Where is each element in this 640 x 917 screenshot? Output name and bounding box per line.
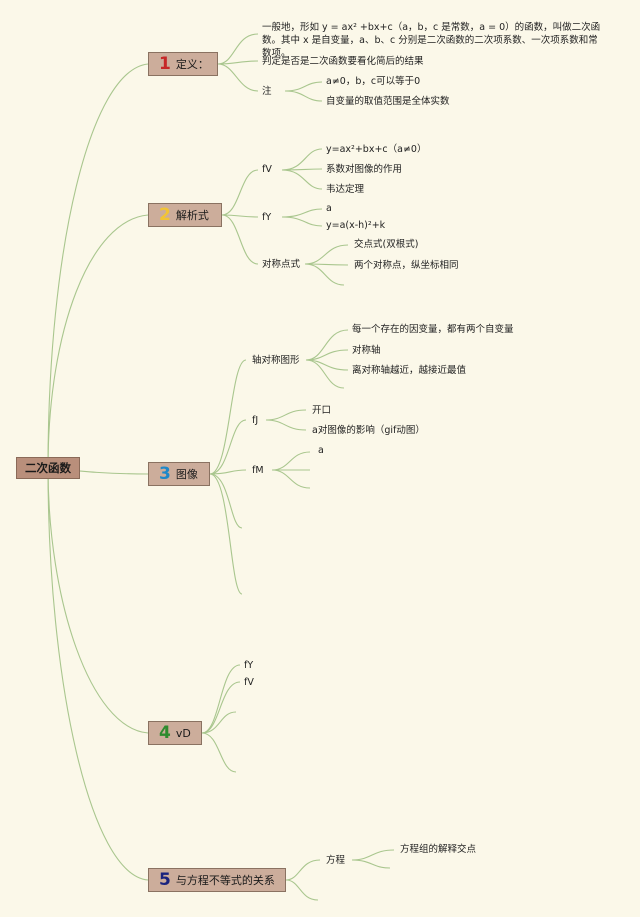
branch-label: 与方程不等式的关系 <box>175 874 275 887</box>
formula-symmetric: 对称点式 <box>262 259 301 270</box>
symmetric-item-2: 两个对称点，纵坐标相同 <box>354 260 459 271</box>
formula-fy: fY <box>262 212 272 223</box>
definition-text: 一般地，形如 y = ax² +bx+c（a，b，c 是常数，a = 0）的函数… <box>262 22 601 59</box>
vd-fy: fY <box>244 660 254 671</box>
definition-note: 注 <box>262 86 272 97</box>
root-label: 二次函数 <box>25 461 71 475</box>
branch-number-4: 4 <box>159 722 171 743</box>
formula-fv-item-3: 韦达定理 <box>326 184 365 195</box>
equation-item-1: 方程组的解释交点 <box>400 844 477 855</box>
branch-definition[interactable]: 1 定义： <box>148 52 218 76</box>
note-item-1: a≠0，b，c可以等于0 <box>326 76 421 87</box>
branch-label: 解析式 <box>175 209 209 222</box>
definition-judge: 判定是否是二次函数要看化简后的结果 <box>262 56 424 67</box>
branch-number-2: 2 <box>159 204 171 225</box>
note-item-2: 自变量的取值范围是全体实数 <box>326 96 450 107</box>
root-node[interactable]: 二次函数 <box>16 457 80 479</box>
formula-fv-item-1: y=ax²+bx+c（a≠0） <box>326 144 427 155</box>
branch-graph[interactable]: 3 图像 <box>148 462 210 486</box>
relation-equation: 方程 <box>326 855 346 866</box>
fj-item-2: a对图像的影响（gif动图） <box>312 425 425 436</box>
vd-fv: fV <box>244 677 254 688</box>
formula-fv-item-2: 系数对图像的作用 <box>326 164 403 175</box>
symmetric-item-1: 交点式(双根式) <box>354 239 419 250</box>
graph-fj: fJ <box>252 415 259 426</box>
formula-fv: fV <box>262 164 272 175</box>
branch-number-5: 5 <box>159 869 171 890</box>
axis-item-2: 对称轴 <box>352 345 381 356</box>
axis-item-1: 每一个存在的因变量，都有两个自变量 <box>352 324 514 335</box>
fm-item-1: a <box>318 445 324 456</box>
branch-number-1: 1 <box>159 53 171 74</box>
branch-equation-relation[interactable]: 5 与方程不等式的关系 <box>148 868 286 892</box>
graph-axis: 轴对称图形 <box>252 355 300 366</box>
formula-fy-item-2: y=a(x-h)²+k <box>326 220 386 231</box>
graph-fm: fM <box>252 465 264 476</box>
branch-formula[interactable]: 2 解析式 <box>148 203 222 227</box>
branch-label: vD <box>175 726 191 740</box>
branch-label: 定义： <box>175 58 209 71</box>
formula-fy-item-1: a <box>326 203 332 214</box>
branch-label: 图像 <box>175 468 198 481</box>
fj-item-1: 开口 <box>312 405 332 416</box>
branch-number-3: 3 <box>159 463 171 484</box>
branch-vd[interactable]: 4 vD <box>148 721 202 745</box>
axis-item-3: 离对称轴越近，越接近最值 <box>352 365 467 376</box>
